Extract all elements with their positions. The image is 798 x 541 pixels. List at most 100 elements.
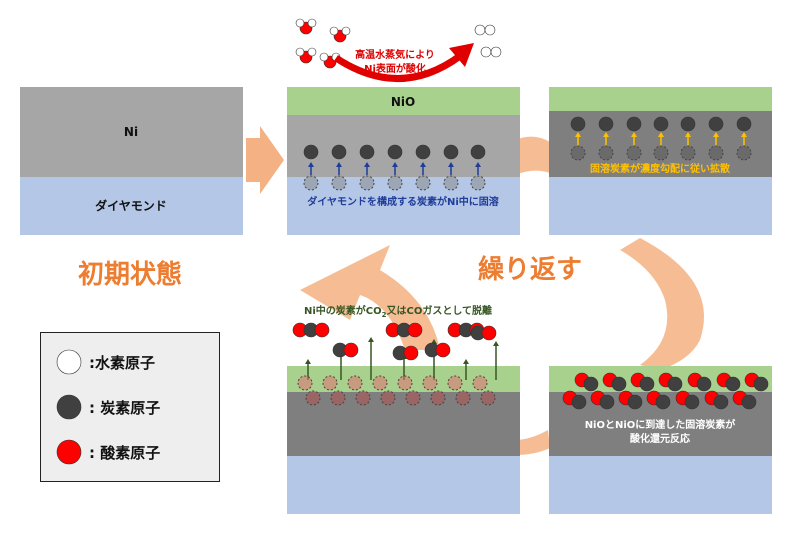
oxygen-atom bbox=[314, 322, 330, 338]
repeat-label: 繰り返す bbox=[478, 254, 582, 285]
diffusion-arrow-head bbox=[420, 162, 426, 167]
carbon-atom bbox=[56, 394, 82, 420]
carbon-atom bbox=[725, 376, 741, 392]
legend-label: : 酸素原子 bbox=[89, 444, 160, 462]
reacting-carbon-atom bbox=[405, 390, 421, 406]
hydrogen-molecule-atom bbox=[490, 46, 502, 58]
reacting-oxygen-atom bbox=[397, 375, 413, 391]
step3-reaction-line2: 酸化還元反応 bbox=[630, 432, 690, 445]
diffusion-arrow-head bbox=[685, 132, 691, 137]
reacting-carbon-atom bbox=[380, 390, 396, 406]
carbon-atom bbox=[571, 394, 587, 410]
initial-diamond-layer bbox=[20, 177, 243, 235]
step2-carbon-atoms bbox=[570, 116, 752, 161]
carbon-atom bbox=[653, 116, 669, 132]
step3-diamond-layer bbox=[549, 456, 772, 514]
step1-panel: NiO ダイヤモンドを構成する炭素がNi中に固溶 高温水蒸気により Ni表面が酸… bbox=[287, 18, 520, 235]
step3-reaction-line1: NiOとNiOに到達した固溶炭素が bbox=[585, 418, 737, 431]
carbon-atom bbox=[303, 144, 319, 160]
step2-diamond-layer bbox=[549, 177, 772, 235]
carbon-atom bbox=[331, 144, 347, 160]
step4-ni-layer bbox=[287, 392, 520, 456]
carbon-atom bbox=[655, 394, 671, 410]
diffusion-arrow-head bbox=[631, 132, 637, 137]
step1-dissolve-text: ダイヤモンドを構成する炭素がNi中に固溶 bbox=[307, 195, 499, 208]
diffusion-arrow-head bbox=[392, 162, 398, 167]
step3-panel: NiOとNiOに到達した固溶炭素が 酸化還元反応 bbox=[549, 366, 772, 514]
oxidation-text-line2: Ni表面が酸化 bbox=[364, 62, 426, 75]
step2-diffusion-text: 固溶炭素が濃度勾配に従い拡散 bbox=[590, 162, 731, 175]
water-hydrogen-atom bbox=[329, 26, 339, 36]
initial-to-step1-arrow bbox=[246, 126, 284, 194]
hydrogen-molecules bbox=[474, 24, 502, 58]
carbon-atom bbox=[626, 116, 642, 132]
carbon-atom bbox=[680, 116, 696, 132]
cycle-arrow-top bbox=[515, 136, 560, 178]
carbon-atom bbox=[713, 394, 729, 410]
carbon-atom bbox=[599, 394, 615, 410]
reacting-oxygen-atom bbox=[347, 375, 363, 391]
legend-label: : 炭素原子 bbox=[89, 399, 160, 417]
carbon-atom bbox=[359, 144, 375, 160]
carbon-atom bbox=[667, 376, 683, 392]
diffusion-arrow-head bbox=[364, 162, 370, 167]
carbon-atom bbox=[627, 394, 643, 410]
oxygen-atom bbox=[343, 342, 359, 358]
carbon-atom bbox=[470, 144, 486, 160]
reacting-carbon-atom bbox=[330, 390, 346, 406]
step4-desorb-text: Ni中の炭素がCO2又はCOガスとして脱離 bbox=[304, 304, 492, 319]
reacting-carbon-atom bbox=[480, 390, 496, 406]
hydrogen-molecule-atom bbox=[474, 24, 486, 36]
water-hydrogen-atom bbox=[295, 47, 305, 57]
legend: :水素原子: 炭素原子: 酸素原子 bbox=[40, 332, 220, 482]
desorb-arrow-head bbox=[368, 337, 374, 342]
oxygen-atom bbox=[56, 439, 82, 465]
initial-state-title: 初期状態 bbox=[78, 259, 182, 290]
hydrogen-molecule-atom bbox=[484, 24, 496, 36]
water-hydrogen-atom bbox=[319, 52, 329, 62]
diffusion-arrow-head bbox=[336, 162, 342, 167]
diffusing-carbon-atom bbox=[598, 145, 614, 161]
carbon-atom bbox=[598, 116, 614, 132]
desorb-text-post: 又はCOガスとして脱離 bbox=[385, 304, 492, 317]
carbon-atom bbox=[443, 144, 459, 160]
carbon-atom bbox=[583, 376, 599, 392]
reacting-oxygen-atom bbox=[297, 375, 313, 391]
carbon-atom bbox=[696, 376, 712, 392]
water-hydrogen-atom bbox=[307, 47, 317, 57]
carbon-atom bbox=[639, 376, 655, 392]
desorb-text-pre: Ni中の炭素がCO bbox=[304, 304, 382, 317]
dissolving-carbon-atom bbox=[470, 175, 486, 191]
water-molecules bbox=[295, 18, 351, 69]
carbon-atom bbox=[387, 144, 403, 160]
oxygen-atom bbox=[435, 342, 451, 358]
legend-items: :水素原子: 炭素原子: 酸素原子 bbox=[56, 349, 160, 465]
diffusion-arrow-head bbox=[603, 132, 609, 137]
initial-ni-layer bbox=[20, 87, 243, 177]
diffusing-carbon-atom bbox=[653, 145, 669, 161]
water-hydrogen-atom bbox=[295, 18, 305, 28]
reacting-carbon-atom bbox=[355, 390, 371, 406]
desorb-arrow-head bbox=[493, 341, 499, 346]
hydrogen-atom bbox=[56, 349, 82, 375]
initial-ni-label: Ni bbox=[124, 125, 138, 139]
diffusing-carbon-atom bbox=[570, 145, 586, 161]
oxidation-arrow bbox=[334, 53, 463, 82]
diffusing-carbon-atom bbox=[708, 145, 724, 161]
carbon-atom bbox=[611, 376, 627, 392]
reacting-oxygen-atom bbox=[472, 375, 488, 391]
carbon-atom bbox=[684, 394, 700, 410]
desorb-text-sub: 2 bbox=[382, 311, 387, 319]
step1-ni-layer bbox=[287, 115, 520, 177]
dissolving-carbon-atom bbox=[415, 175, 431, 191]
step1-carbon-atoms bbox=[303, 144, 486, 191]
carbon-atom bbox=[753, 376, 769, 392]
dissolving-carbon-atom bbox=[443, 175, 459, 191]
diffusion-arrow-head bbox=[308, 162, 314, 167]
reacting-carbon-atom bbox=[455, 390, 471, 406]
diffusion-arrow-head bbox=[575, 132, 581, 137]
step4-diamond-layer bbox=[287, 456, 520, 514]
diffusing-carbon-atom bbox=[736, 145, 752, 161]
cycle-arrow-right bbox=[620, 238, 704, 370]
